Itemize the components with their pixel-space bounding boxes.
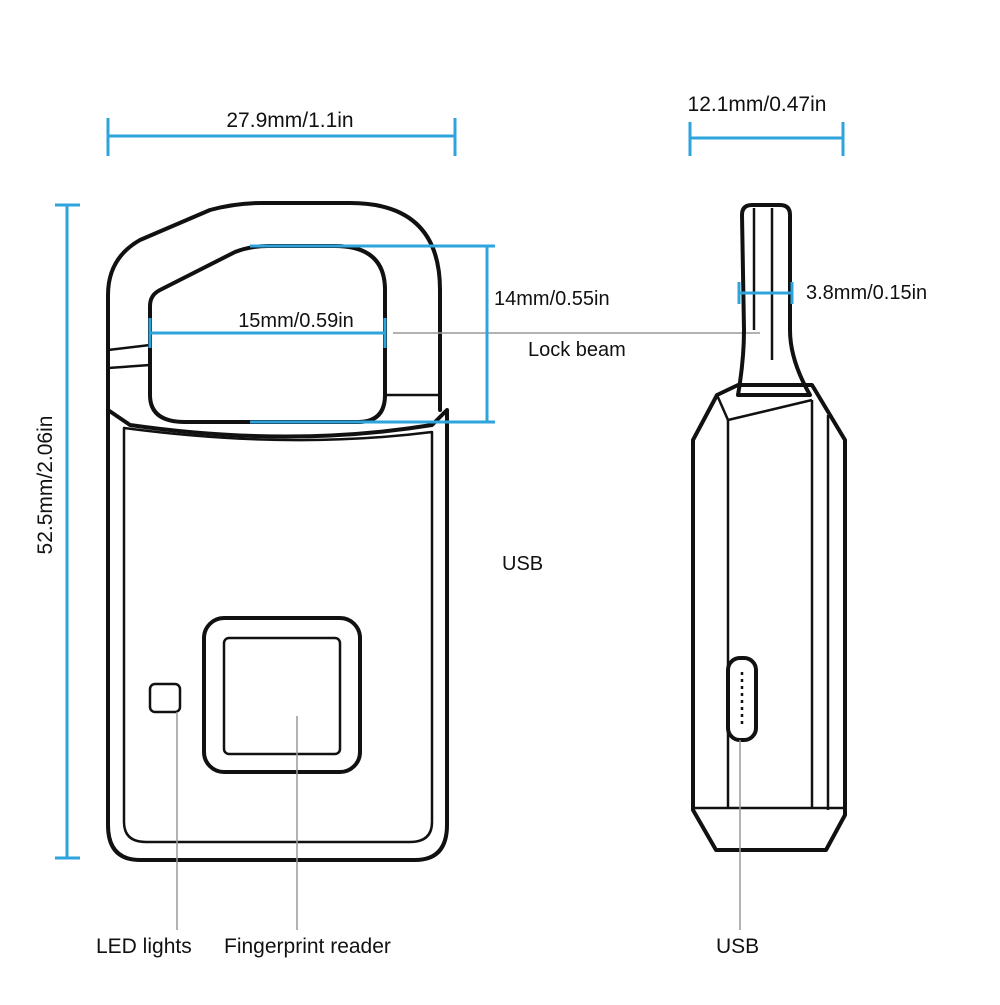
front-dimensions: 27.9mm/1.1in 52.5mm/2.06in 15mm/0.59in 1…	[34, 109, 610, 860]
side-depth-label: 12.1mm/0.47in	[688, 93, 827, 116]
fingerprint-reader-frame	[202, 616, 362, 774]
front-body-outer	[106, 408, 449, 862]
side-view	[691, 203, 847, 930]
side-dimensions: 12.1mm/0.47in 3.8mm/0.15in	[688, 93, 927, 304]
usb-bottom-label: USB	[716, 935, 759, 958]
shackle-bar-left-2	[107, 363, 151, 370]
shackle-height-label: 14mm/0.55in	[494, 288, 610, 310]
front-height-label: 52.5mm/2.06in	[34, 416, 57, 555]
fingerprint-reader-label: Fingerprint reader	[224, 935, 391, 958]
front-view	[106, 201, 760, 930]
side-body-top-band	[715, 394, 813, 422]
led-lights-label: LED lights	[96, 935, 192, 958]
led-light	[148, 682, 182, 714]
usb-middle-label: USB	[502, 553, 543, 575]
usb-port	[726, 656, 758, 742]
shackle-bar-left	[107, 343, 151, 352]
lock-beam-label: Lock beam	[528, 339, 626, 361]
shackle-thickness-label: 3.8mm/0.15in	[806, 282, 927, 304]
side-body-outer	[691, 383, 847, 852]
callout-labels: Lock beam USB LED lights Fingerprint rea…	[96, 339, 759, 958]
front-width-label: 27.9mm/1.1in	[226, 109, 353, 132]
side-shackle	[736, 203, 812, 397]
front-shackle-outer	[106, 201, 442, 412]
fingerprint-reader-sensor	[222, 636, 342, 756]
front-body-inner	[122, 426, 434, 844]
shackle-width-label: 15mm/0.59in	[238, 310, 354, 332]
